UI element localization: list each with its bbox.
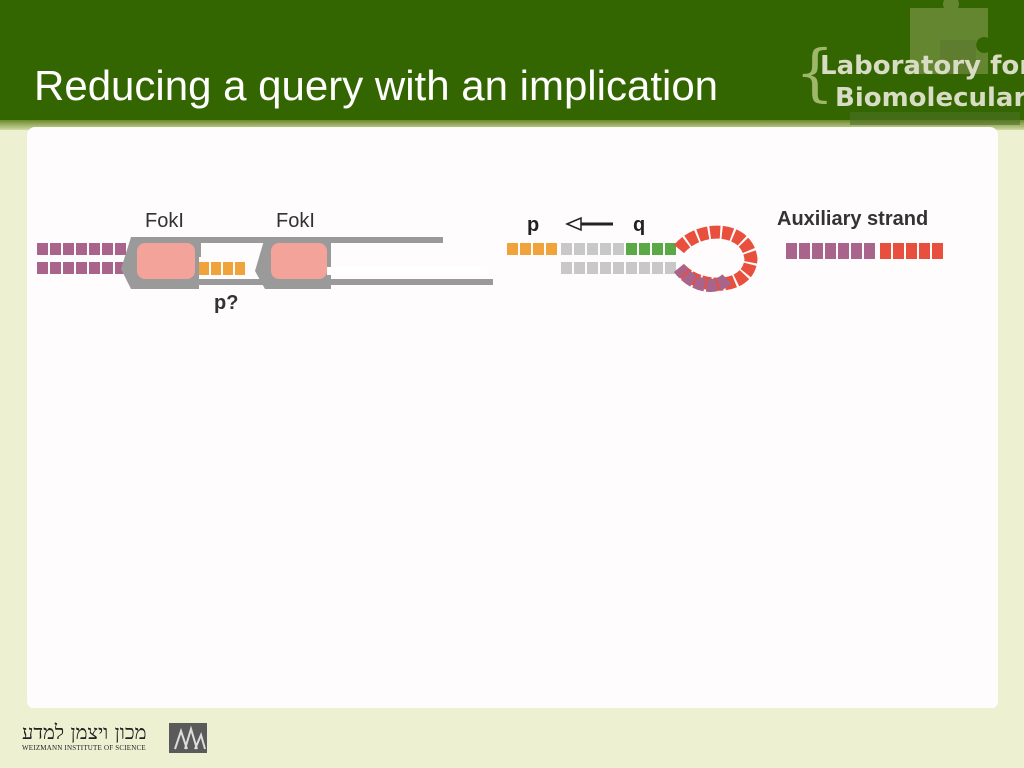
auxiliary-strand-label: Auxiliary strand <box>777 208 928 230</box>
auxiliary-strand <box>786 243 943 259</box>
foki-label-2: FokI <box>276 210 315 232</box>
header-accent-bar <box>0 120 1024 130</box>
logo-brace: { <box>795 36 835 109</box>
logo-line-2: Biomolecular <box>835 83 1024 113</box>
institute-emblem-icon <box>169 723 207 753</box>
implication-p-label: p <box>527 214 539 236</box>
logo-line-1: Laboratory for <box>820 51 1024 81</box>
input-molecule <box>37 237 493 289</box>
institute-name-english: WEIZMANN INSTITUTE OF SCIENCE <box>22 744 146 752</box>
implication-q-label: q <box>633 214 645 236</box>
slide-footer <box>0 708 1024 768</box>
slide-header <box>0 0 1024 120</box>
foki-label-1: FokI <box>145 210 184 232</box>
implication-hairpin <box>507 225 758 292</box>
molecular-diagram: FokI FokI p? <box>37 208 943 314</box>
implication-arrow-icon <box>565 216 613 232</box>
query-label: p? <box>214 292 238 314</box>
institute-name-hebrew: מכון ויצמן למדע <box>22 720 147 744</box>
puzzle-icon <box>850 0 1020 125</box>
slide-title: Reducing a query with an implication <box>34 62 719 109</box>
content-panel: FokI FokI p? <box>27 127 998 709</box>
lab-logo <box>790 0 1024 125</box>
